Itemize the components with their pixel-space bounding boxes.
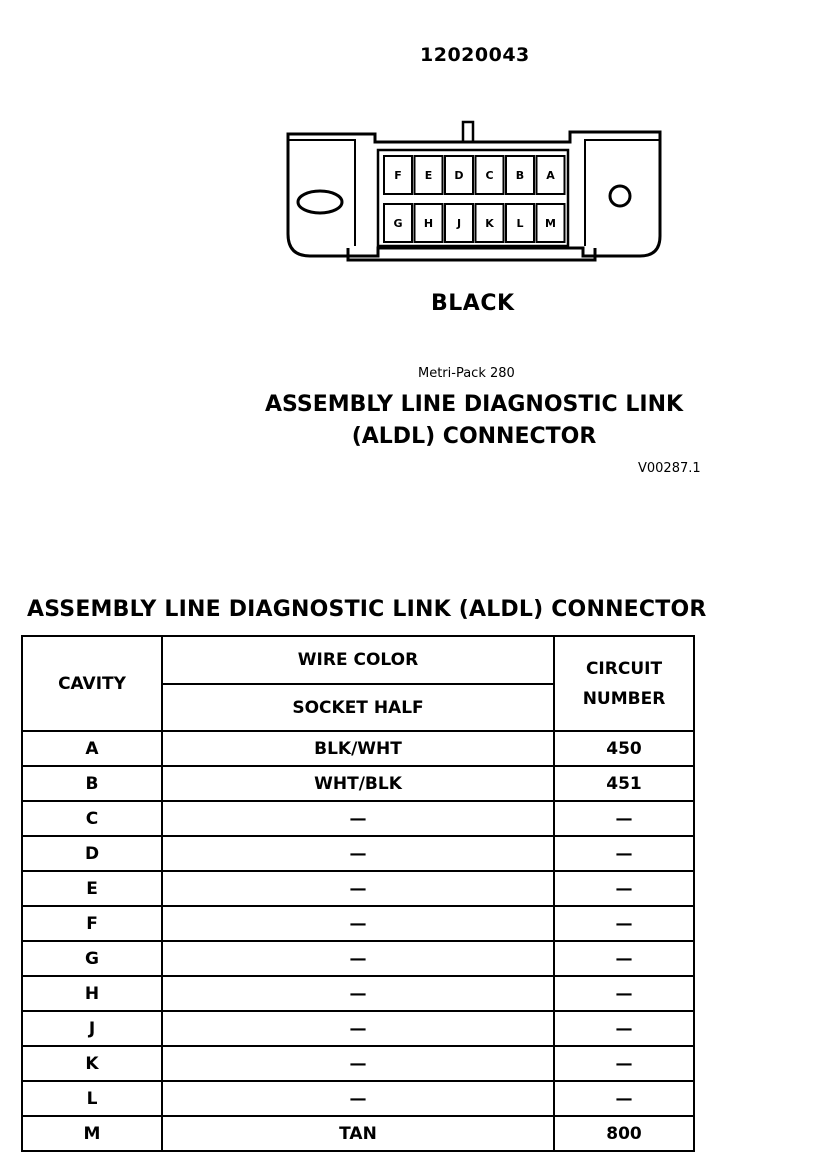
- pin-label: H: [424, 217, 433, 230]
- pin-cell: [474, 155, 505, 195]
- metri-pack-label: Metri-Pack 280: [418, 366, 515, 381]
- table-row: F——: [21, 905, 695, 942]
- circuit-number-cell: 800: [553, 1115, 695, 1152]
- pin-cell: [413, 155, 444, 195]
- pin-cell: [383, 203, 413, 243]
- pin-label: M: [545, 217, 556, 230]
- reference-code: V00287.1: [638, 461, 701, 476]
- pin-label: J: [456, 217, 461, 230]
- cavity-cell: J: [21, 1010, 163, 1047]
- pin-label: A: [546, 169, 555, 182]
- wire-color-cell: BLK/WHT: [161, 730, 555, 767]
- wire-color-cell: —: [161, 940, 555, 977]
- table-row: E——: [21, 870, 695, 907]
- circuit-number-header: CIRCUIT NUMBER: [553, 635, 695, 732]
- part-number: 12020043: [420, 44, 530, 66]
- circuit-number-cell: —: [553, 835, 695, 872]
- pin-cell: [535, 203, 566, 243]
- wire-color-cell: —: [161, 870, 555, 907]
- wire-color-cell: —: [161, 1010, 555, 1047]
- cavity-cell: G: [21, 940, 163, 977]
- circuit-header-line2: NUMBER: [582, 688, 666, 709]
- connector-body: [286, 130, 662, 258]
- pin-cell: [444, 203, 474, 243]
- circuit-number-cell: —: [553, 905, 695, 942]
- circuit-number-cell: —: [553, 1045, 695, 1082]
- table-row: G——: [21, 940, 695, 977]
- pin-cell: [535, 155, 566, 195]
- wire-color-cell: TAN: [161, 1115, 555, 1152]
- wire-color-cell: —: [161, 975, 555, 1012]
- pin-cell: [383, 155, 413, 195]
- wire-color-cell: —: [161, 1045, 555, 1082]
- key-tab: [461, 120, 475, 144]
- circuit-number-cell: —: [553, 870, 695, 907]
- connector-title-line1: ASSEMBLY LINE DIAGNOSTIC LINK: [264, 392, 684, 417]
- wire-color-header: WIRE COLOR: [161, 635, 555, 685]
- pin-label: B: [516, 169, 524, 182]
- pin-cell: [505, 155, 535, 195]
- circuit-number-cell: —: [553, 975, 695, 1012]
- circuit-number-cell: —: [553, 940, 695, 977]
- table-row: H——: [21, 975, 695, 1012]
- pin-label: D: [454, 169, 463, 182]
- connector-color-label: BLACK: [431, 291, 515, 316]
- wire-color-cell: —: [161, 1080, 555, 1117]
- pin-field: [376, 148, 570, 248]
- table-row: L——: [21, 1080, 695, 1117]
- pin-label: E: [425, 169, 433, 182]
- cavity-cell: C: [21, 800, 163, 837]
- pin-cell: [474, 203, 505, 243]
- pin-label: C: [485, 169, 493, 182]
- pin-cell: [505, 203, 535, 243]
- pin-cell: [444, 155, 474, 195]
- left-oval-hole: [296, 189, 344, 215]
- cavity-cell: F: [21, 905, 163, 942]
- pin-label: K: [485, 217, 494, 230]
- cavity-cell: A: [21, 730, 163, 767]
- table-row: K——: [21, 1045, 695, 1082]
- pin-label: L: [516, 217, 523, 230]
- table-row: D——: [21, 835, 695, 872]
- circuit-number-cell: —: [553, 1080, 695, 1117]
- table-row: C——: [21, 800, 695, 837]
- cavity-cell: H: [21, 975, 163, 1012]
- pin-cell: [413, 203, 444, 243]
- circuit-number-cell: —: [553, 1010, 695, 1047]
- cavity-header: CAVITY: [21, 635, 163, 732]
- wire-color-cell: —: [161, 905, 555, 942]
- pin-label: G: [393, 217, 402, 230]
- socket-half-header: SOCKET HALF: [161, 683, 555, 732]
- cavity-cell: E: [21, 870, 163, 907]
- cavity-cell: B: [21, 765, 163, 802]
- circuit-number-cell: —: [553, 800, 695, 837]
- wire-color-cell: —: [161, 835, 555, 872]
- table-row: J——: [21, 1010, 695, 1047]
- connector-title-line2: (ALDL) CONNECTOR: [351, 424, 597, 449]
- wire-color-cell: —: [161, 800, 555, 837]
- table-title: ASSEMBLY LINE DIAGNOSTIC LINK (ALDL) CON…: [27, 597, 707, 622]
- pin-label: F: [394, 169, 402, 182]
- circuit-number-cell: 451: [553, 765, 695, 802]
- cavity-cell: M: [21, 1115, 163, 1152]
- right-round-hole: [608, 184, 632, 208]
- connector-title: ASSEMBLY LINE DIAGNOSTIC LINK (ALDL) CON…: [236, 389, 712, 453]
- circuit-number-cell: 450: [553, 730, 695, 767]
- cavity-cell: K: [21, 1045, 163, 1082]
- cavity-cell: L: [21, 1080, 163, 1117]
- circuit-header-line1: CIRCUIT: [585, 658, 663, 679]
- aldl-connector-diagram: F E D C B A G H J K L M: [286, 120, 662, 262]
- wire-color-cell: WHT/BLK: [161, 765, 555, 802]
- cavity-cell: D: [21, 835, 163, 872]
- pinout-table: CAVITY WIRE COLOR CIRCUIT NUMBER SOCKET …: [21, 635, 695, 1152]
